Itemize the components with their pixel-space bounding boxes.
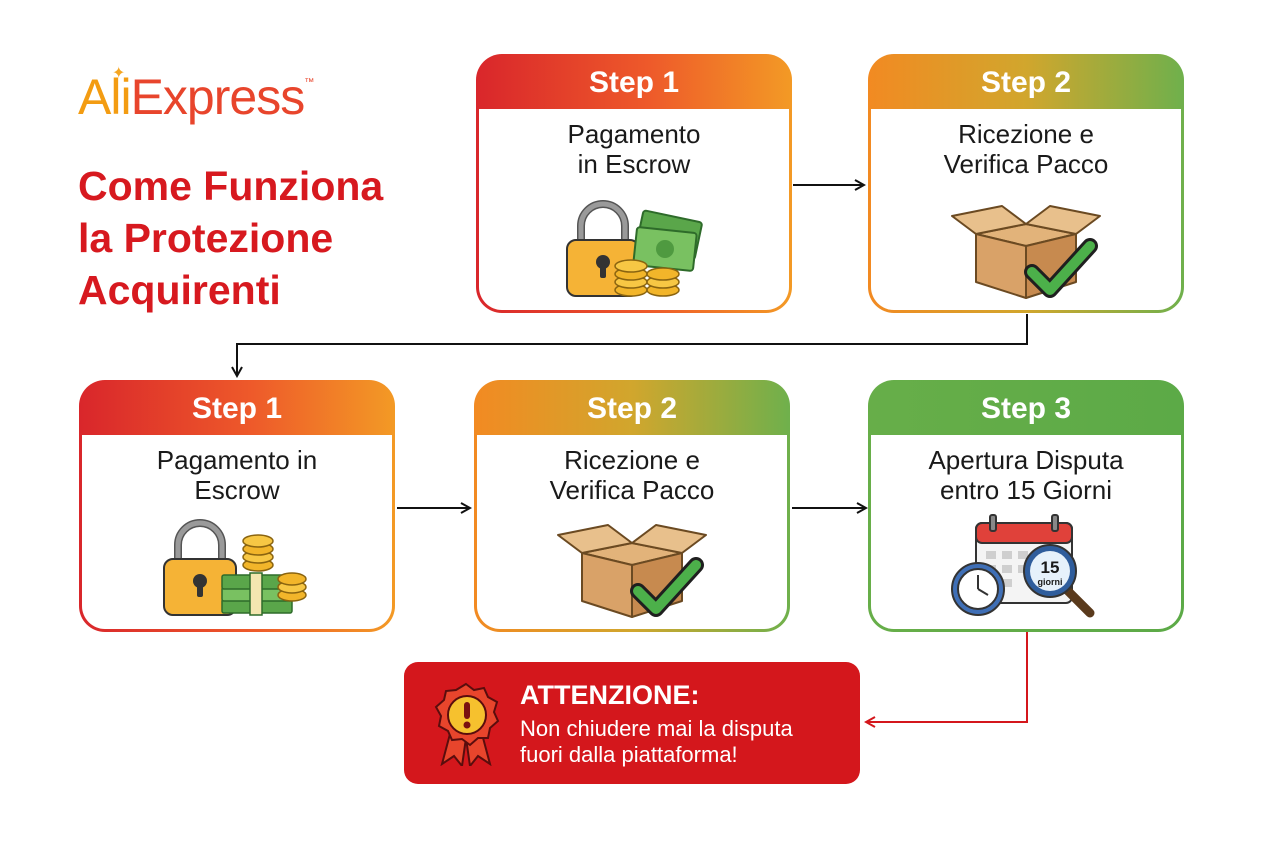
days-number: 15: [1041, 558, 1060, 577]
money-icon: [632, 209, 703, 272]
warning-line-2: fuori dalla piattaforma!: [520, 742, 738, 767]
step-header: Step 3: [980, 392, 1072, 425]
clock-icon: [951, 562, 1005, 616]
step-card-bottom-2: Step 2 Ricezione e Verifica Pacco: [474, 380, 790, 632]
step-card-top-2: Step 2 Ricezione e Verifica Pacco: [868, 54, 1184, 313]
title-line-2: la Protezione: [78, 215, 334, 261]
coins-icon: [242, 534, 307, 602]
warning-box: ATTENZIONE: Non chiudere mai la disputa …: [404, 662, 860, 784]
money-icon: [221, 572, 293, 616]
warning-title: ATTENZIONE:: [520, 680, 700, 710]
step-card-bottom-3: Step 3 Apertura Disputa entro 15 Giorni: [868, 380, 1184, 632]
warning-badge-icon: [430, 682, 502, 771]
step-title-line: Verifica Pacco: [549, 475, 715, 505]
step-title-line: Ricezione e: [958, 119, 1094, 149]
arrow-row-wrap: [237, 314, 1028, 376]
coins-icon: [614, 259, 680, 297]
step-title-line: Ricezione e: [564, 445, 700, 475]
step-header: Step 1: [191, 392, 283, 425]
step-title-line: in Escrow: [577, 149, 691, 179]
step-header: Step 2: [586, 392, 678, 425]
days-unit: giorni: [1038, 577, 1063, 587]
step-title-line: entro 15 Giorni: [940, 475, 1112, 505]
step-title-line: Escrow: [194, 475, 280, 505]
aliexpress-logo: ✦ AliExpress™: [78, 66, 314, 125]
sparkle-icon: ✦: [112, 65, 125, 82]
title-line-1: Come Funziona: [78, 163, 384, 209]
step-card-top-1: Step 1 Pagamento in Escrow: [476, 54, 792, 313]
step-title-line: Apertura Disputa: [928, 445, 1124, 475]
magnifier-icon: 15 giorni: [1023, 544, 1095, 618]
step-header: Step 2: [980, 66, 1072, 99]
title-line-3: Acquirenti: [78, 267, 281, 313]
step-title-line: Pagamento: [567, 119, 701, 149]
logo-ali: Ali: [78, 69, 132, 125]
page-title: Come Funziona la Protezione Acquirenti: [78, 160, 458, 316]
arrow-to-warning: [866, 632, 1028, 722]
logo-express: Express: [130, 69, 306, 125]
step-card-bottom-1: Step 1 Pagamento in Escrow: [79, 380, 395, 632]
step-title-line: Verifica Pacco: [943, 149, 1109, 179]
warning-message: Non chiudere mai la disputa fuori dalla …: [520, 716, 850, 768]
step-header: Step 1: [588, 66, 680, 99]
logo-tm: ™: [304, 77, 314, 88]
warning-line-1: Non chiudere mai la disputa: [520, 716, 793, 741]
step-title-line: Pagamento in: [156, 445, 318, 475]
